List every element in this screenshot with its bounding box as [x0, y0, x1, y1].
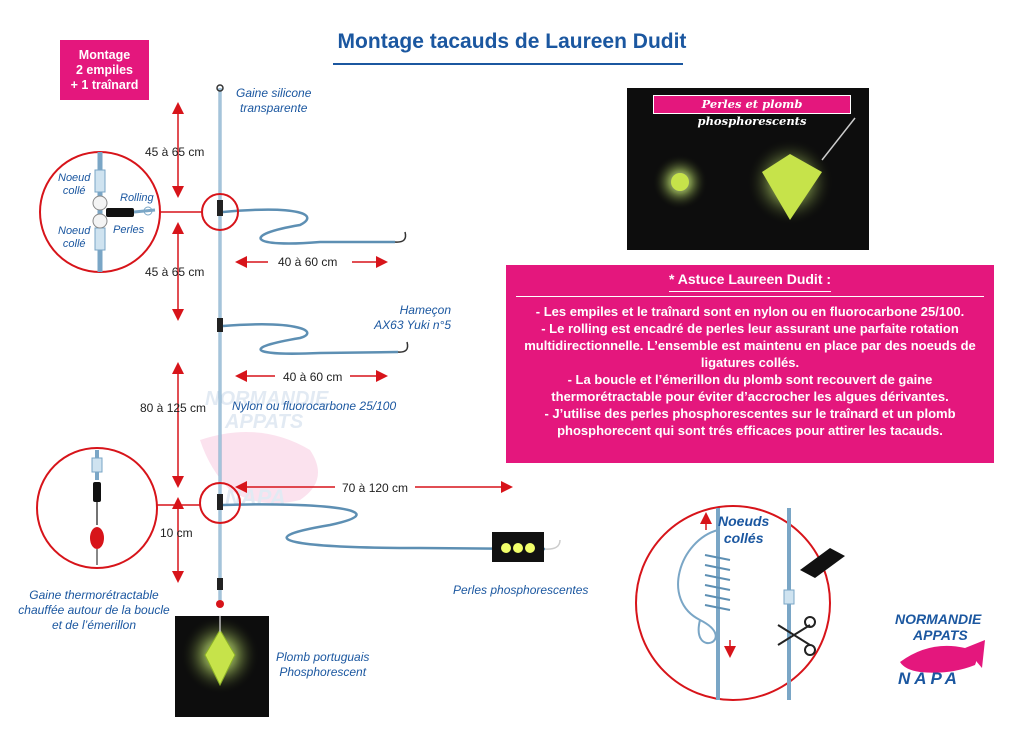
lead-bead	[216, 600, 224, 608]
dim-label-2: 45 à 65 cm	[145, 265, 205, 279]
hook-3	[544, 539, 561, 550]
label-rolling: Rolling	[120, 192, 154, 204]
dim-label-3: 80 à 125 cm	[140, 401, 207, 415]
tip-box: * Astuce Laureen Dudit : - Les empiles e…	[506, 265, 994, 463]
dim-label-h2: 40 à 60 cm	[283, 370, 343, 384]
snood-1	[222, 208, 395, 245]
label-nylon: Nylon ou fluorocarbone 25/100	[232, 399, 397, 413]
dim-label-h3: 70 à 120 cm	[342, 481, 409, 495]
label-perles-phospho: Perles phosphorescentes	[453, 583, 589, 597]
tip-body: - Les empiles et le traînard sont en nyl…	[516, 296, 984, 439]
svg-text:APPATS: APPATS	[224, 411, 304, 433]
rolling-swivel-1	[217, 200, 223, 216]
logo-fish	[900, 645, 977, 673]
svg-text:NORMANDIE: NORMANDIE	[205, 388, 329, 410]
logo-line-2: APPATS	[913, 627, 968, 643]
phospho-photo-art	[652, 117, 856, 226]
snood-2	[222, 323, 399, 355]
page-title: Montage tacauds de Laureen Dudit	[337, 30, 687, 53]
rig-badge: Montage 2 empiles + 1 traînard	[60, 40, 149, 100]
dim-label-4: 10 cm	[160, 526, 193, 540]
tip-title: * Astuce Laureen Dudit :	[668, 271, 832, 292]
tip-paragraph-4: - J’utilise des perles phosphorescentes …	[544, 406, 956, 438]
tip-paragraph-1: - Les empiles et le traînard sont en nyl…	[535, 304, 965, 319]
logo-line-1: NORMANDIE	[895, 611, 982, 627]
hook-1	[394, 231, 407, 243]
dim-label-h1: 40 à 60 cm	[278, 255, 338, 269]
title-underline	[333, 63, 683, 65]
dim-label-1: 45 à 65 cm	[145, 145, 205, 159]
top-loop	[216, 84, 224, 92]
detail-circle-trailer	[199, 482, 241, 524]
photo-caption: Perles et plomb phosphorescents	[653, 95, 851, 128]
badge-line-2: 2 empiles	[76, 62, 133, 77]
tip-paragraph-2: - Le rolling est encadré de perles leur …	[524, 321, 976, 370]
rolling-swivel-2	[217, 318, 223, 332]
lead-swivel	[217, 578, 223, 590]
badge-line-1: Montage	[78, 47, 131, 62]
trailer-line	[222, 503, 546, 551]
zoom-knots	[635, 505, 831, 701]
logo-napa: NAPA	[898, 669, 961, 688]
badge-line-3: + 1 traînard	[70, 77, 139, 92]
label-perles: Perles	[113, 224, 145, 236]
rolling-swivel-3	[217, 494, 223, 510]
tip-paragraph-3: - La boucle et l’émerillon du plomb sont…	[551, 372, 949, 404]
hook-2	[397, 341, 409, 353]
